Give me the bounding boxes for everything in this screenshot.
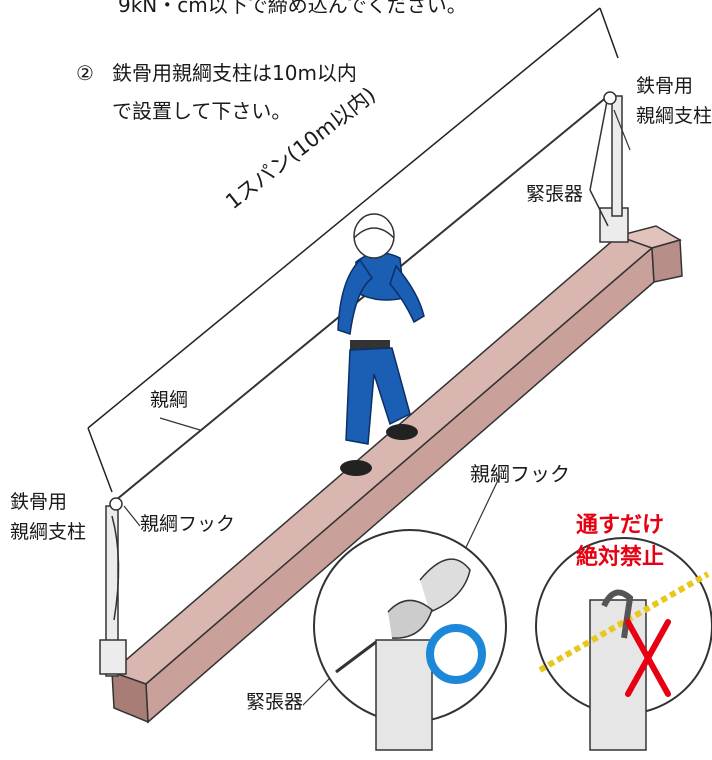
label-hook-detail: 親綱フック [470, 462, 570, 486]
left-lifeline-post [99, 497, 127, 677]
instruction-item2-number: ② [76, 61, 94, 85]
span-dimension [87, 7, 619, 493]
label-lifeline: 親綱 [150, 389, 189, 411]
label-tensioner-top: 緊張器 [526, 182, 584, 206]
ok-mark [426, 624, 486, 684]
steel-beam [110, 225, 683, 724]
instruction-item2-line2: で設置して下さい。 [112, 99, 292, 123]
ng-mark [625, 619, 671, 697]
label-post-left-line2: 親綱支柱 [10, 521, 87, 543]
worker-figure [337, 213, 425, 476]
label-tensioner-bottom: 緊張器 [246, 690, 304, 714]
instruction-item1-tail: 9kN・cm以下で締め込んでください。 [118, 0, 467, 17]
label-post-right-line1: 鉄骨用 [636, 75, 694, 97]
instruction-item2-line1: 鉄骨用親綱支柱は10m以内 [112, 61, 357, 85]
label-post-left-line1: 鉄骨用 [10, 491, 68, 513]
label-hook-left: 親綱フック [140, 513, 236, 535]
detail-circle-prohibited [535, 537, 712, 751]
label-prohibit-line2: 絶対禁止 [576, 545, 665, 570]
label-prohibit-line1: 通すだけ [576, 513, 665, 538]
detail-circle-correct [313, 529, 507, 751]
label-post-right-line2: 親綱支柱 [636, 105, 712, 127]
right-lifeline-post [589, 91, 629, 243]
lifeline-rope [115, 95, 609, 501]
